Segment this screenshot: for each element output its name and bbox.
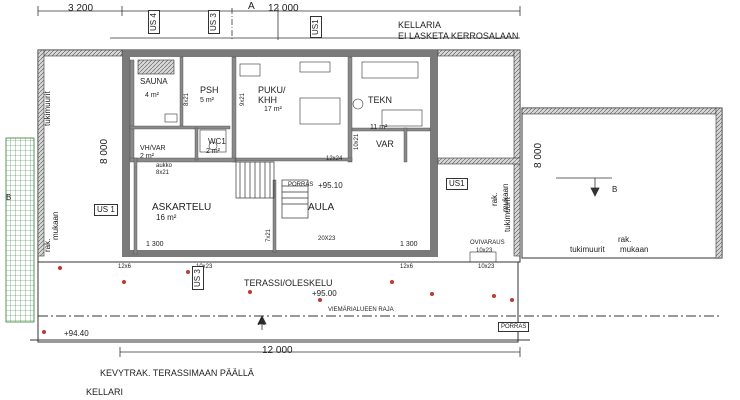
top-dimension-lines	[37, 6, 521, 40]
label-mukaan-mid: mukaan	[501, 183, 510, 212]
room-vhvar-area: 2 m²	[140, 153, 154, 160]
tag-us1-top: US1	[310, 16, 322, 38]
tag-us1-left: US 1	[94, 204, 118, 216]
room-var: VAR	[376, 139, 394, 149]
dim-12x24: 12x24	[326, 156, 343, 162]
level-porras: +95.10	[318, 181, 343, 190]
room-psh: PSH	[200, 85, 219, 95]
dim-20x23: 20X23	[318, 236, 336, 242]
dim-bottom-total: 12 000	[262, 345, 293, 356]
dim-9x21: 9x21	[240, 92, 246, 106]
room-sauna: SAUNA	[140, 77, 168, 86]
room-puku: PUKU/	[258, 85, 286, 95]
dim-12x6-b: 12x6	[400, 264, 414, 270]
dim-10x23-b: 10x23	[478, 264, 495, 270]
section-lines	[119, 177, 612, 357]
section-b-right: B	[612, 185, 618, 194]
tag-us3-bottom: US 3	[192, 266, 204, 290]
dim-top-left: 3 200	[68, 3, 94, 14]
dim-1300-left: 1 300	[146, 241, 164, 248]
label-kellari: KELLARI	[86, 387, 124, 397]
section-b-left: B	[6, 193, 12, 202]
room-khh: KHH	[258, 95, 278, 105]
label-viemari: VIEMÄRIALUEEN RAJA	[328, 307, 394, 313]
dim-10x21: 10x21	[354, 133, 360, 150]
label-tukimuurit-right: tukimuurit	[570, 245, 605, 254]
label-porras: PORRAS	[288, 182, 314, 188]
dim-8x21-vertical: 8x21	[184, 92, 190, 106]
tag-us3-top: US 3	[208, 10, 220, 34]
fixtures	[137, 59, 423, 153]
label-kevytrak: KEVYTRAK. TERASSIMAAN PÄÄLLÄ	[100, 368, 254, 378]
label-mukaan-left: mukaan	[51, 211, 60, 240]
level-left: +94.40	[64, 329, 89, 338]
dim-right-height: 8 000	[533, 142, 544, 168]
room-tekn: TEKN	[368, 95, 393, 105]
room-wc-area: 2 m²	[206, 148, 220, 155]
dim-7x21: 7x21	[266, 228, 272, 242]
ovivaraus-box	[469, 251, 497, 263]
label-rak-right: rak.	[618, 235, 632, 244]
room-terassi: TERASSI/OLESKELU	[244, 278, 333, 288]
label-ovivaraus: OVIVARAUS	[470, 240, 505, 246]
header-note-line2: EI LASKETA KERROSALAAN	[398, 31, 519, 41]
dim-1300-right: 1 300	[400, 241, 418, 248]
dim-top-total: 12 000	[268, 3, 299, 14]
exterior-walls	[37, 49, 723, 259]
dim-12x6-a: 12x6	[118, 264, 132, 270]
room-askartelu-area: 16 m²	[156, 213, 177, 222]
header-note-line1: KELLARIA	[398, 20, 442, 30]
room-psh-area: 5 m²	[200, 97, 214, 104]
left-grid-strip	[5, 137, 35, 323]
section-a-top: A	[248, 1, 255, 12]
room-puku-area: 17 m²	[264, 106, 282, 113]
dim-8x21: 8x21	[156, 170, 170, 176]
label-porras-low: PORRAS	[498, 322, 530, 332]
level-markers	[42, 266, 514, 334]
stairs	[235, 161, 309, 219]
dim-10x23-a: 10x23	[196, 264, 213, 270]
interior-walls	[129, 56, 431, 255]
section-a-bottom: A	[258, 317, 265, 328]
room-aula: AULA	[308, 202, 335, 213]
label-aukko: aukko	[156, 163, 173, 169]
room-askartelu: ASKARTELU	[152, 202, 212, 213]
room-sauna-area: 4 m²	[145, 92, 159, 99]
label-tukimuurit-left: tukimuurit	[43, 91, 52, 126]
room-tekn-area: 11 m²	[370, 124, 388, 131]
label-mukaan-right: mukaan	[620, 245, 649, 254]
label-rak-mid: rak.	[490, 192, 499, 206]
dim-10x23-door: 10x23	[476, 248, 493, 254]
tag-us4: US 4	[148, 10, 160, 34]
tag-us1-right: US1	[446, 178, 468, 190]
room-vhvar: VH/VAR	[140, 145, 166, 152]
dim-left-height: 8 000	[99, 138, 110, 164]
room-wc: WC1	[208, 137, 226, 146]
level-terassi: +95.00	[312, 289, 337, 298]
label-rak-left: rak.	[43, 238, 52, 252]
